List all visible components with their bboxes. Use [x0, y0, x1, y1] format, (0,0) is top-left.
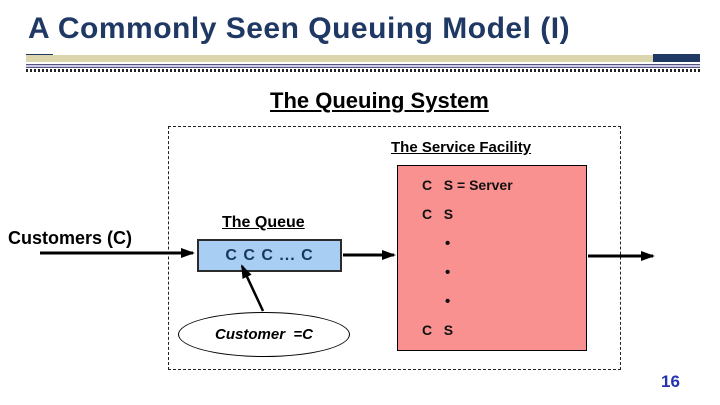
ellipsis-dot: •: [445, 293, 451, 310]
server-row: C S: [422, 206, 454, 222]
header-rule-hatched-line: [26, 69, 700, 72]
customers-label: Customers (C): [8, 228, 133, 248]
queue-label: The Queue: [222, 214, 305, 231]
slide-title: A Commonly Seen Queuing Model (I): [28, 12, 571, 45]
service-facility-box: C S = Server C S • • • C S: [397, 165, 587, 351]
ellipsis-dot: •: [445, 264, 451, 281]
queuing-system-boundary-box: [168, 126, 621, 370]
queue-box: C C C ... C: [197, 239, 342, 272]
service-facility-label: The Service Facility: [391, 139, 532, 156]
header-rule-right-accent: [653, 54, 700, 62]
queuing-system-heading: The Queuing System: [270, 88, 489, 113]
customer-callout-ellipse: Customer =C: [178, 312, 350, 357]
server-row: C S = Server: [422, 177, 513, 193]
header-rule-lavender-line: [26, 64, 700, 68]
ellipsis-dot: •: [445, 235, 451, 252]
page-number: 16: [661, 372, 680, 391]
header-rule-tan-bar: [26, 55, 700, 62]
server-row: C S: [422, 322, 454, 338]
